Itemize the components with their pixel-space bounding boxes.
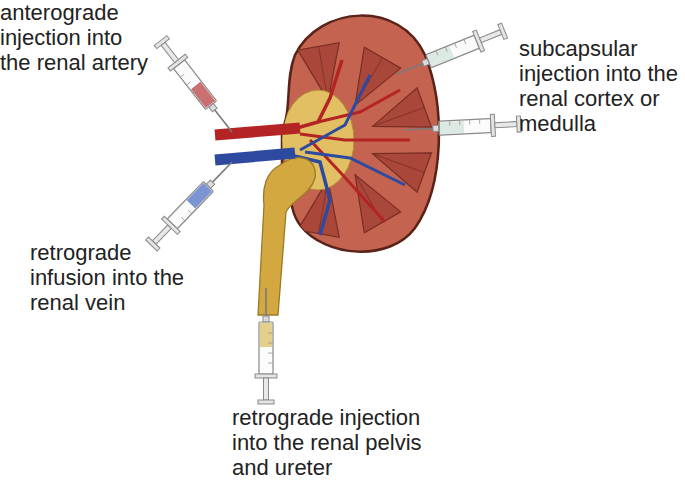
vein-branch <box>305 152 405 185</box>
cortex-syringe <box>393 20 509 84</box>
annotation-label: subcapsular injection into the renal cor… <box>519 36 685 136</box>
medulla-group <box>282 43 432 238</box>
renal-pyramid <box>355 175 401 233</box>
vein-branch <box>300 75 370 150</box>
renal-pyramid <box>355 47 401 105</box>
syringe-body <box>404 113 521 141</box>
syringe-body <box>144 154 240 253</box>
annotation-label: anterograde injection into the renal art… <box>0 0 155 75</box>
syringe-body <box>393 20 509 84</box>
annotation-label: retrograde infusion into the renal vein <box>30 240 206 315</box>
pyramid-striation <box>373 108 425 127</box>
renal-vein <box>215 153 295 160</box>
renal-artery <box>215 128 300 135</box>
pyramid-striation <box>373 154 425 173</box>
annotation-label: retrograde injection into the renal pelv… <box>232 405 458 480</box>
syringe-body <box>152 34 241 139</box>
artery-branch <box>310 140 385 222</box>
syringe-body <box>255 288 277 404</box>
medulla-syringe <box>404 113 521 141</box>
ureter-syringe <box>255 288 277 404</box>
kidney-capsule <box>282 16 439 252</box>
artery-branch <box>300 134 410 140</box>
artery-syringe <box>152 34 241 139</box>
vein-syringe <box>144 154 240 253</box>
renal-pyramid <box>373 88 432 127</box>
